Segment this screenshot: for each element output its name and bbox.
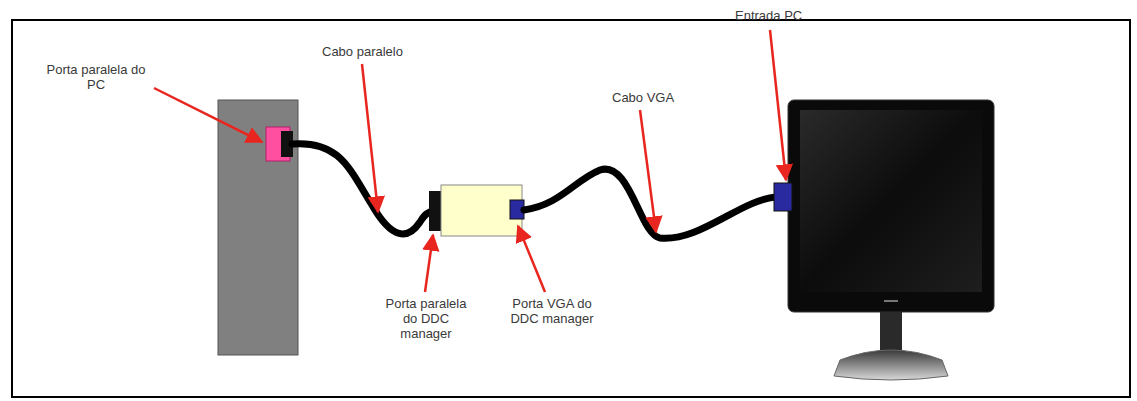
pc-case xyxy=(218,100,298,355)
tv-neck xyxy=(880,312,902,352)
part-label: Porta paralela do DDC manager xyxy=(380,296,472,341)
ddc-parallel-port xyxy=(429,191,442,231)
leader-arrows xyxy=(154,30,786,292)
part-label: Cabo paralelo xyxy=(322,44,432,59)
part-label: Porta VGA do DDC manager xyxy=(502,296,602,326)
part-label: Cabo VGA xyxy=(612,90,702,105)
parallel-cable xyxy=(292,144,434,234)
part-label: Porta paralela do PC xyxy=(40,62,152,92)
tv-bezel xyxy=(788,100,994,312)
tv-screen xyxy=(800,110,982,292)
tv-pc-input xyxy=(774,183,792,211)
frame xyxy=(12,20,1130,397)
part-label: Entrada PC xyxy=(735,8,835,23)
tv-base xyxy=(834,350,948,380)
tv-logo xyxy=(884,300,898,302)
